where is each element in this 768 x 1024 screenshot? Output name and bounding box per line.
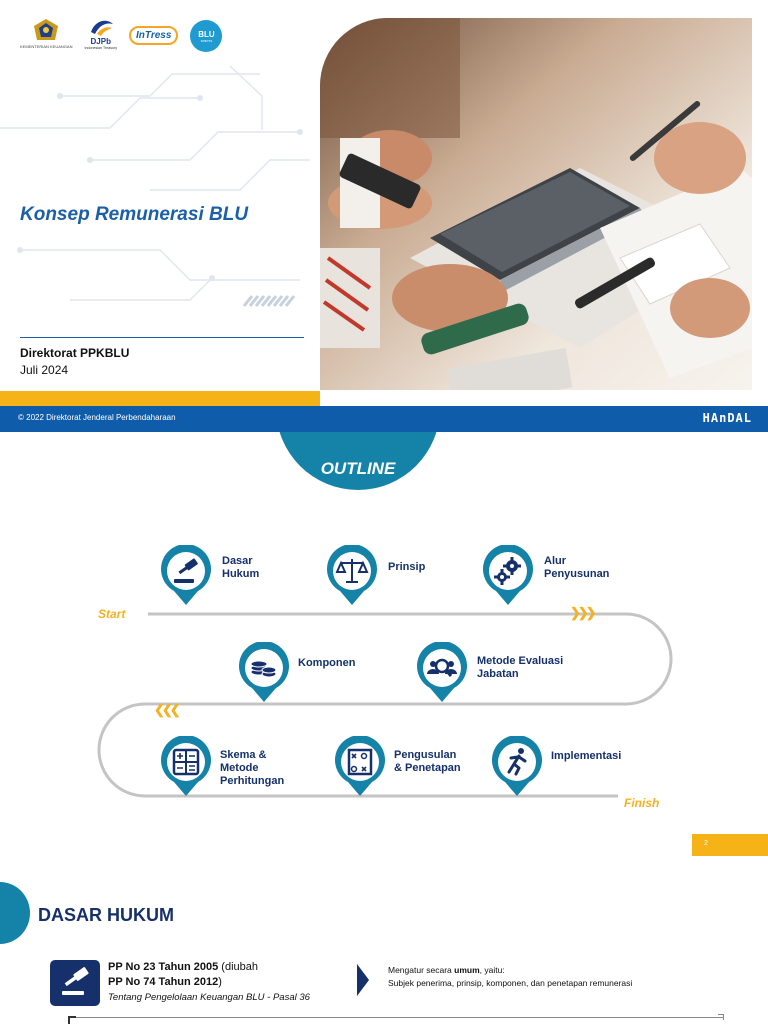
step-pin-komponen[interactable] [238, 642, 290, 704]
djpb-caption: Indonesian Treasury [84, 46, 118, 50]
corner-mark-end [718, 1014, 724, 1020]
step-pin-metode-evaluasi[interactable] [416, 642, 468, 704]
section-heading: DASAR HUKUM [38, 905, 174, 925]
outline-slide: OUTLINE Start Finish ❯❯❯ ❮❮❮ Dasar Hukum [0, 432, 768, 864]
step-label-implementasi: Implementasi [551, 750, 622, 762]
djpb-logo: DJPb Indonesian Treasury [84, 18, 117, 50]
gavel-icon [50, 960, 100, 1006]
roadmap-path [97, 612, 673, 798]
accent-strip [0, 391, 320, 407]
step-label-prinsip: Prinsip [388, 561, 426, 573]
pointer-triangle-icon [357, 964, 369, 996]
organization-name: Direktorat PPKBLU [20, 346, 130, 360]
step-pin-prinsip[interactable] [326, 545, 378, 607]
divider-line [68, 1017, 724, 1018]
chevrons-right-icon: ❯❯❯ [570, 605, 597, 620]
step-pin-pengusulan[interactable] [334, 736, 386, 798]
step-label-komponen: Komponen [298, 657, 356, 669]
page-number: 2 [704, 840, 708, 847]
blu-logo-text: BLU [198, 29, 215, 39]
start-label: Start [98, 607, 126, 621]
intress-logo: InTress [129, 26, 179, 45]
step-label-dasar-hukum: Dasar Hukum [222, 555, 260, 580]
title-divider [20, 337, 304, 338]
dasar-hukum-slide: DASAR HUKUM PP No 23 Tahun 2005 (diubah … [0, 864, 768, 1024]
step-label-skema-perhitungan: Skema & Metode Perhitungan [220, 749, 285, 787]
copyright-text: © 2022 Direktorat Jenderal Perbendaharaa… [18, 413, 176, 422]
partner-logos: KEMENTERIAN KEUANGAN DJPb Indonesian Tre… [20, 18, 223, 58]
chevrons-left-icon: ❮❮❮ [154, 702, 181, 717]
step-pin-dasar-hukum[interactable] [160, 545, 212, 607]
blu-logo: BLU SPIRITS [190, 20, 223, 52]
law-reference-2: PP No 74 Tahun 2012) [108, 976, 222, 988]
kemenkeu-caption: KEMENTERIAN KEUANGAN [20, 44, 73, 49]
meeting-photo-illustration [320, 18, 752, 390]
presentation-date: Juli 2024 [20, 363, 69, 377]
presentation-title: Konsep Remunerasi BLU [20, 204, 249, 225]
handal-logo: HAnDAL [702, 411, 752, 425]
outline-heading: OUTLINE [320, 459, 396, 478]
page-number-tag: 2 [692, 834, 768, 856]
description-line-2: Subjek penerima, prinsip, komponen, dan … [388, 978, 633, 988]
description-line-1: Mengatur secara umum, yaitu: [388, 965, 505, 975]
djpb-text: DJPb [90, 37, 111, 46]
garuda-emblem-icon [34, 19, 59, 40]
step-label-alur-penyusunan: Alur Penyusunan [544, 555, 610, 580]
section-marker [0, 882, 30, 944]
corner-mark [68, 1016, 76, 1024]
finish-label: Finish [624, 796, 660, 810]
kemenkeu-logo: KEMENTERIAN KEUANGAN [20, 18, 72, 49]
law-subtitle: Tentang Pengelolaan Keuangan BLU - Pasal… [108, 992, 310, 1003]
law-reference-1: PP No 23 Tahun 2005 (diubah [108, 961, 259, 973]
blu-logo-caption: SPIRITS [200, 38, 213, 43]
title-slide: KEMENTERIAN KEUANGAN DJPb Indonesian Tre… [0, 0, 768, 432]
circuit-decoration [0, 65, 310, 307]
step-pin-implementasi[interactable] [491, 736, 543, 798]
djpb-mark-icon [90, 20, 113, 36]
meeting-photo [320, 18, 752, 390]
step-label-metode-evaluasi: Metode Evaluasi Jabatan [477, 655, 564, 680]
step-pin-skema-perhitungan[interactable] [160, 736, 212, 798]
footer-band: © 2022 Direktorat Jenderal Perbendaharaa… [0, 406, 768, 432]
step-label-pengusulan: Pengusulan & Penetapan [394, 749, 461, 774]
step-pin-alur-penyusunan[interactable] [482, 545, 534, 607]
